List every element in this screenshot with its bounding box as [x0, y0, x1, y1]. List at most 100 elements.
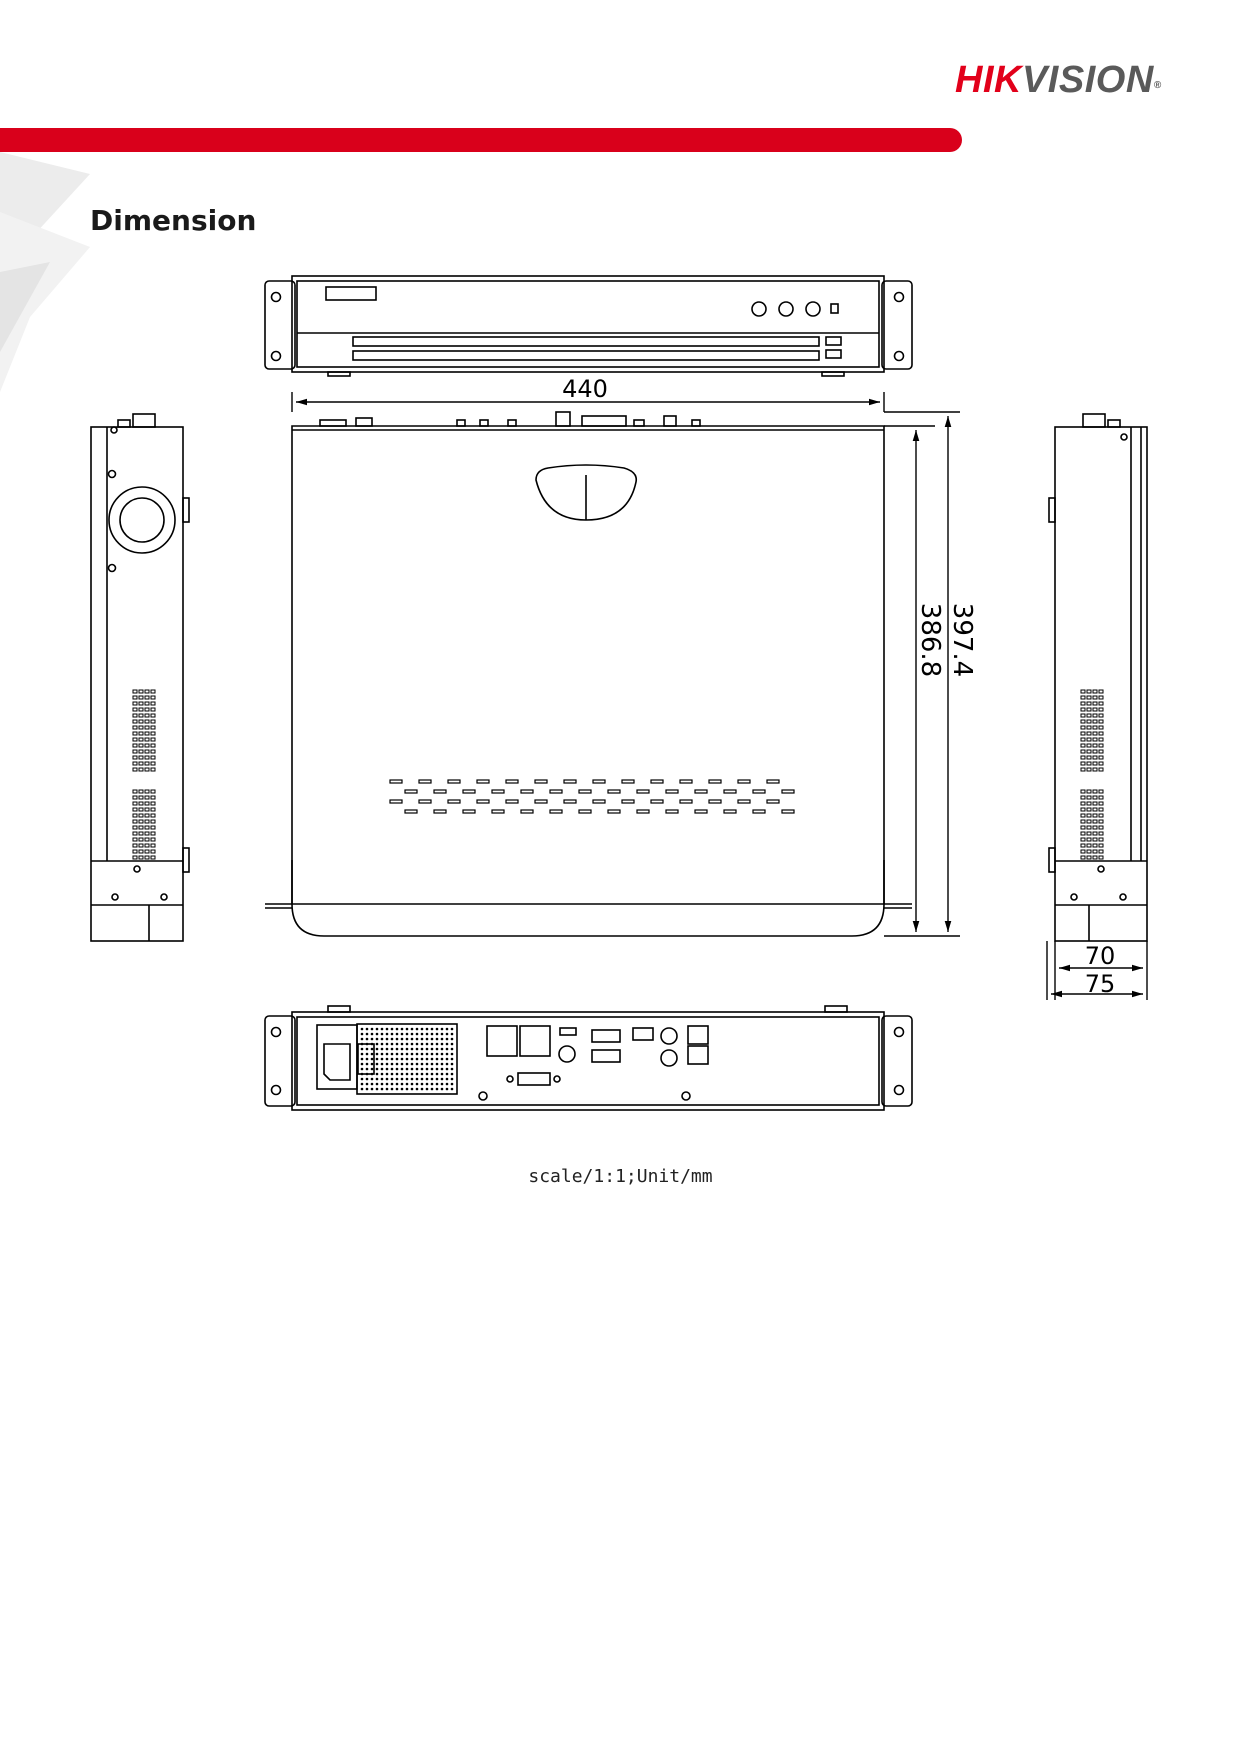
grille-dot: [445, 1072, 449, 1076]
side-vent-slot: [150, 843, 156, 848]
side-vent-slot: [132, 819, 138, 824]
grille-dot: [410, 1062, 414, 1066]
grille-dot: [395, 1072, 399, 1076]
grille-dot: [395, 1057, 399, 1061]
decorative-facet-graphic: [0, 152, 90, 392]
grille-dot: [385, 1027, 389, 1031]
side-vent-slot: [150, 701, 156, 706]
height-inner-label: 70: [1085, 942, 1116, 970]
grille-dot: [400, 1087, 404, 1091]
grille-dot: [450, 1047, 454, 1051]
grille-dot: [445, 1057, 449, 1061]
grille-dot: [375, 1077, 379, 1081]
side-vent-slot: [150, 707, 156, 712]
side-vent-slot: [1092, 837, 1098, 842]
grille-dot: [450, 1082, 454, 1086]
side-vent-slot: [132, 719, 138, 724]
side-vent-slot: [144, 755, 150, 760]
grille-dot: [365, 1042, 369, 1046]
side-vent-slot: [138, 807, 144, 812]
grille-dot: [390, 1037, 394, 1041]
grille-dot: [425, 1072, 429, 1076]
height-dimensions: [1046, 941, 1148, 1000]
grille-dot: [380, 1087, 384, 1091]
side-vent-slot: [1092, 731, 1098, 736]
side-vent-slot: [138, 749, 144, 754]
side-vent-slot: [132, 789, 138, 794]
side-vent-slot: [1092, 831, 1098, 836]
side-vent-slot: [150, 813, 156, 818]
left-side-vents: [132, 689, 156, 860]
grille-dot: [405, 1072, 409, 1076]
grille-dot: [380, 1057, 384, 1061]
vent-slot: [549, 809, 563, 814]
grille-dot: [430, 1062, 434, 1066]
grille-dot: [420, 1042, 424, 1046]
side-vent-slot: [1098, 767, 1104, 772]
side-vent-slot: [1080, 837, 1086, 842]
grille-dot: [445, 1077, 449, 1081]
grille-dot: [425, 1042, 429, 1046]
grille-dot: [385, 1052, 389, 1056]
vent-slot: [476, 779, 490, 784]
grille-dot: [420, 1072, 424, 1076]
grille-dot: [425, 1032, 429, 1036]
grille-dot: [445, 1032, 449, 1036]
side-vent-slot: [1086, 725, 1092, 730]
vent-slot: [418, 779, 432, 784]
grille-dot: [405, 1027, 409, 1031]
grille-dot: [435, 1082, 439, 1086]
side-vent-slot: [1098, 749, 1104, 754]
side-vent-slot: [138, 689, 144, 694]
side-vent-slot: [1098, 843, 1104, 848]
side-vent-slot: [138, 849, 144, 854]
grille-dot: [390, 1072, 394, 1076]
grille-dot: [410, 1042, 414, 1046]
grille-dot: [435, 1087, 439, 1091]
side-vent-slot: [1098, 849, 1104, 854]
side-vent-slot: [144, 749, 150, 754]
grille-dot: [450, 1032, 454, 1036]
grille-dot: [410, 1077, 414, 1081]
side-vent-slot: [1098, 819, 1104, 824]
vent-slot: [694, 789, 708, 794]
side-vent-slot: [150, 749, 156, 754]
side-vent-slot: [1098, 813, 1104, 818]
grille-dot: [365, 1027, 369, 1031]
side-vent-slot: [1086, 749, 1092, 754]
registered-mark: ®: [1153, 80, 1162, 91]
side-vent-slot: [1098, 701, 1104, 706]
side-vent-slot: [1098, 731, 1104, 736]
grille-dot: [390, 1082, 394, 1086]
side-vent-slot: [132, 807, 138, 812]
grille-dot: [440, 1062, 444, 1066]
grille-dot: [390, 1067, 394, 1071]
side-vent-slot: [138, 731, 144, 736]
side-vent-slot: [1086, 843, 1092, 848]
grille-dot: [410, 1032, 414, 1036]
grille-dot: [430, 1057, 434, 1061]
side-vent-slot: [1086, 737, 1092, 742]
section-title: Dimension: [90, 204, 257, 237]
grille-dot: [415, 1027, 419, 1031]
grille-dot: [390, 1042, 394, 1046]
grille-dot: [370, 1042, 374, 1046]
side-vent-slot: [1092, 713, 1098, 718]
grille-dot: [440, 1037, 444, 1041]
grille-dot: [420, 1052, 424, 1056]
side-vent-slot: [132, 795, 138, 800]
side-vent-slot: [1086, 707, 1092, 712]
grille-dot: [450, 1052, 454, 1056]
side-vent-slot: [132, 737, 138, 742]
side-vent-slot: [138, 701, 144, 706]
vent-slot: [723, 789, 737, 794]
vent-slot: [389, 799, 403, 804]
vent-slot: [491, 789, 505, 794]
side-vent-slot: [150, 737, 156, 742]
grille-dot: [390, 1047, 394, 1051]
side-vent-slot: [1086, 813, 1092, 818]
grille-dot: [430, 1072, 434, 1076]
grille-dot: [420, 1037, 424, 1041]
grille-dot: [380, 1072, 384, 1076]
grille-dot: [380, 1062, 384, 1066]
